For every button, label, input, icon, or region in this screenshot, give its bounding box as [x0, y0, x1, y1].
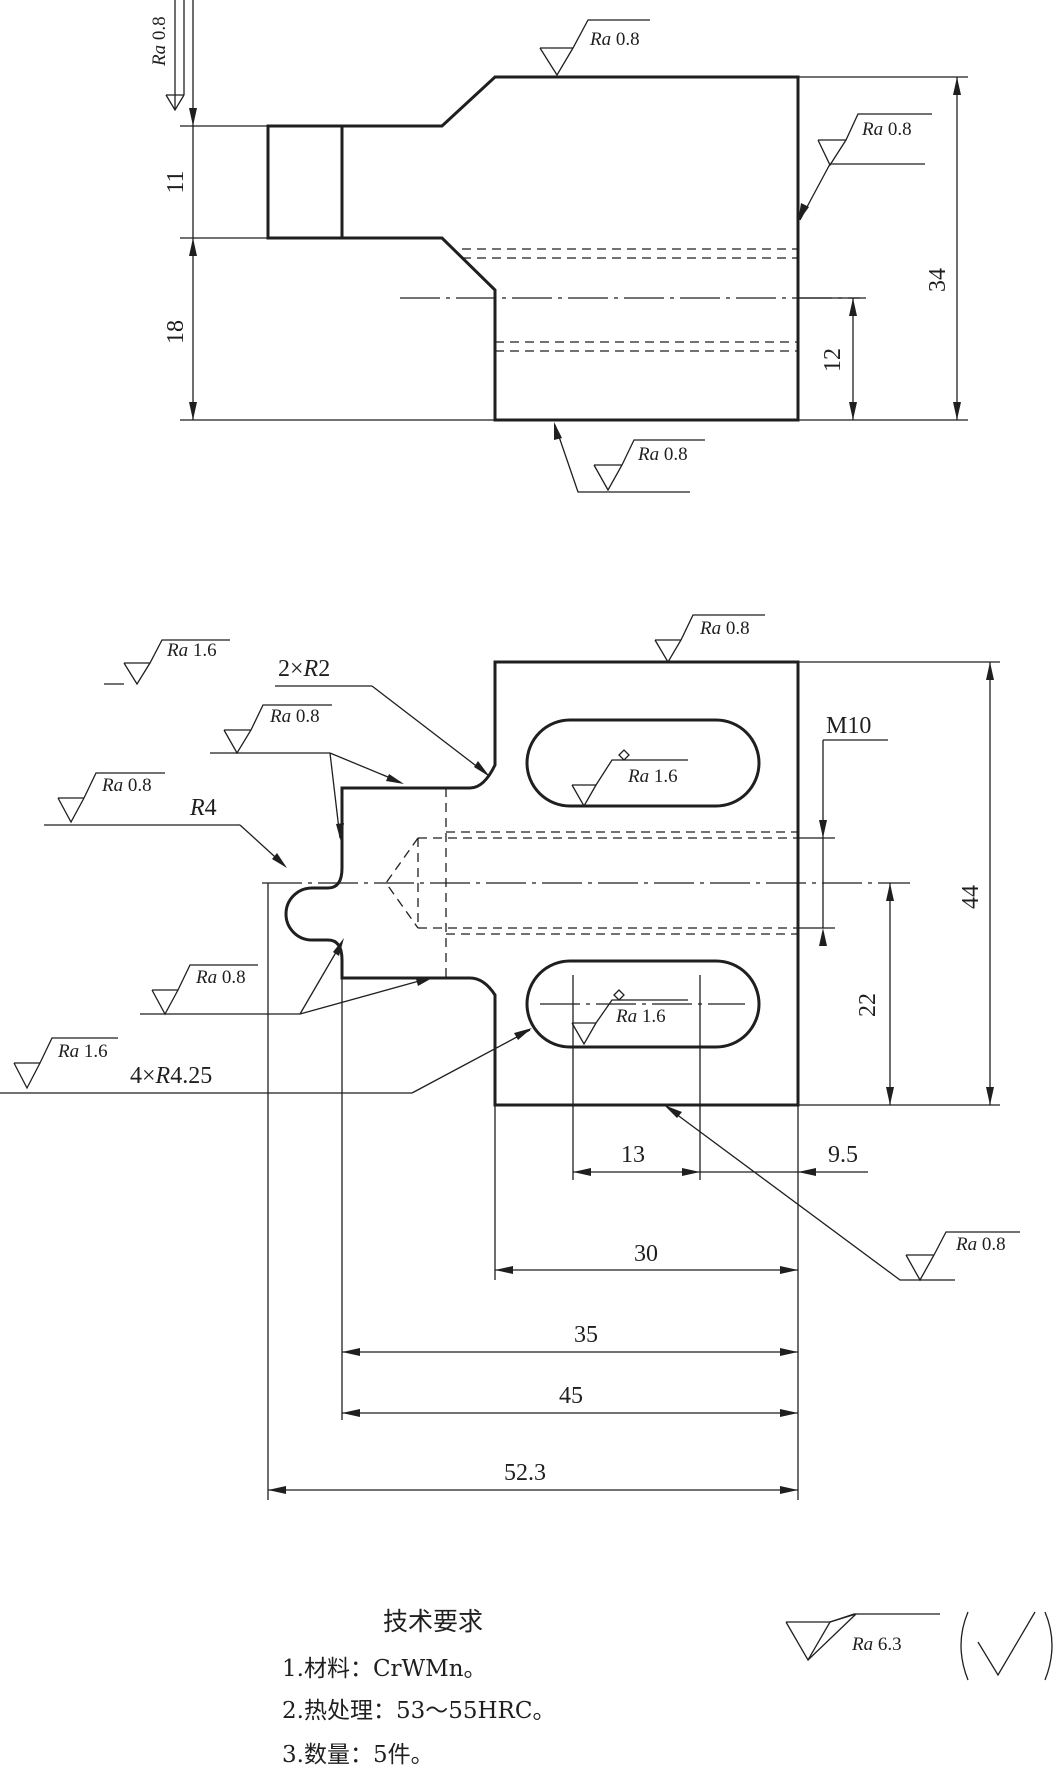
- dim-13: 13: [621, 1142, 645, 1168]
- right-paren: [1044, 1611, 1053, 1681]
- roughness-symbol: Ra 0.8: [57, 772, 165, 824]
- svg-text:R4: R4: [189, 795, 217, 821]
- roughness-symbol: Ra 1.6: [571, 749, 688, 808]
- svg-text:Ra 0.8: Ra 0.8: [195, 967, 246, 988]
- dim-18: 18: [163, 320, 189, 344]
- roughness-symbol: Ra 1.6: [13, 1037, 118, 1090]
- upper-slot: [525, 718, 761, 808]
- roughness-symbol: Ra 0.8: [210, 704, 404, 842]
- tech-title: 技术要求: [383, 1607, 483, 1636]
- dim-52-3: 52.3: [504, 1460, 546, 1486]
- top-view: 11 18 34 12 Ra 0.8 Ra 0.8: [149, 0, 968, 493]
- dim-m10: M10: [826, 713, 871, 739]
- roughness-symbol: Ra 0.8: [149, 0, 185, 112]
- dim-12: 12: [820, 348, 846, 372]
- radius-callout-r4: R4: [44, 795, 287, 868]
- roughness-symbol: Ra 1.6: [104, 639, 230, 686]
- dim-22: 22: [855, 993, 881, 1017]
- svg-text:Ra 1.6: Ra 1.6: [57, 1041, 108, 1062]
- tech-item-3: 3.数量：5件。: [282, 1742, 434, 1768]
- tech-item-1: 1.材料：CrWMn。: [282, 1656, 487, 1682]
- svg-text:Ra 6.3: Ra 6.3: [851, 1634, 902, 1655]
- dim-45: 45: [559, 1383, 583, 1409]
- front-view: 44 22 M10 13 9.5 30 35 45: [0, 614, 1020, 1500]
- svg-text:Ra 0.8: Ra 0.8: [589, 29, 640, 50]
- roughness-symbol: Ra 0.8: [798, 113, 932, 222]
- dim-35: 35: [574, 1322, 598, 1348]
- dim-30: 30: [634, 1241, 658, 1267]
- roughness-symbol: Ra 0.8: [664, 1105, 1020, 1282]
- svg-text:Ra 0.8: Ra 0.8: [699, 618, 750, 639]
- dim-34: 34: [925, 268, 951, 292]
- svg-text:Ra 0.8: Ra 0.8: [861, 119, 912, 140]
- front-view-outline: [284, 660, 800, 1107]
- svg-text:Ra 0.8: Ra 0.8: [149, 16, 170, 67]
- svg-text:Ra 0.8: Ra 0.8: [637, 444, 688, 465]
- roughness-symbol: Ra 0.8: [140, 938, 434, 1016]
- technical-requirements: 技术要求 1.材料：CrWMn。 2.热处理：53～55HRC。 3.数量：5件…: [282, 1607, 555, 1768]
- svg-text:Ra 1.6: Ra 1.6: [166, 640, 217, 661]
- roughness-symbol: Ra 1.6: [571, 989, 688, 1046]
- radius-callout-2xr2: 2×R2: [275, 656, 490, 777]
- roughness-symbol: Ra 0.8: [654, 614, 765, 664]
- svg-text:Ra 0.8: Ra 0.8: [101, 775, 152, 796]
- roughness-symbol: Ra 0.8: [539, 19, 650, 77]
- svg-text:4×R4.25: 4×R4.25: [130, 1063, 212, 1089]
- dim-11: 11: [163, 170, 189, 193]
- radius-callout-4xr4-25: 4×R4.25: [0, 1028, 532, 1094]
- lower-slot: [525, 959, 761, 1049]
- svg-text:Ra 0.8: Ra 0.8: [269, 706, 320, 727]
- svg-text:Ra 1.6: Ra 1.6: [627, 766, 678, 787]
- tech-item-2: 2.热处理：53～55HRC。: [282, 1698, 555, 1724]
- svg-text:Ra 0.8: Ra 0.8: [955, 1234, 1006, 1255]
- left-paren: [960, 1611, 969, 1681]
- dim-9-5: 9.5: [828, 1142, 858, 1168]
- svg-text:2×R2: 2×R2: [278, 656, 330, 682]
- roughness-symbol: Ra 0.8: [554, 422, 705, 493]
- dim-44: 44: [958, 885, 984, 909]
- general-roughness-symbol: Ra 6.3: [785, 1611, 1053, 1681]
- check-icon: [977, 1611, 1036, 1677]
- svg-text:Ra 1.6: Ra 1.6: [615, 1006, 666, 1027]
